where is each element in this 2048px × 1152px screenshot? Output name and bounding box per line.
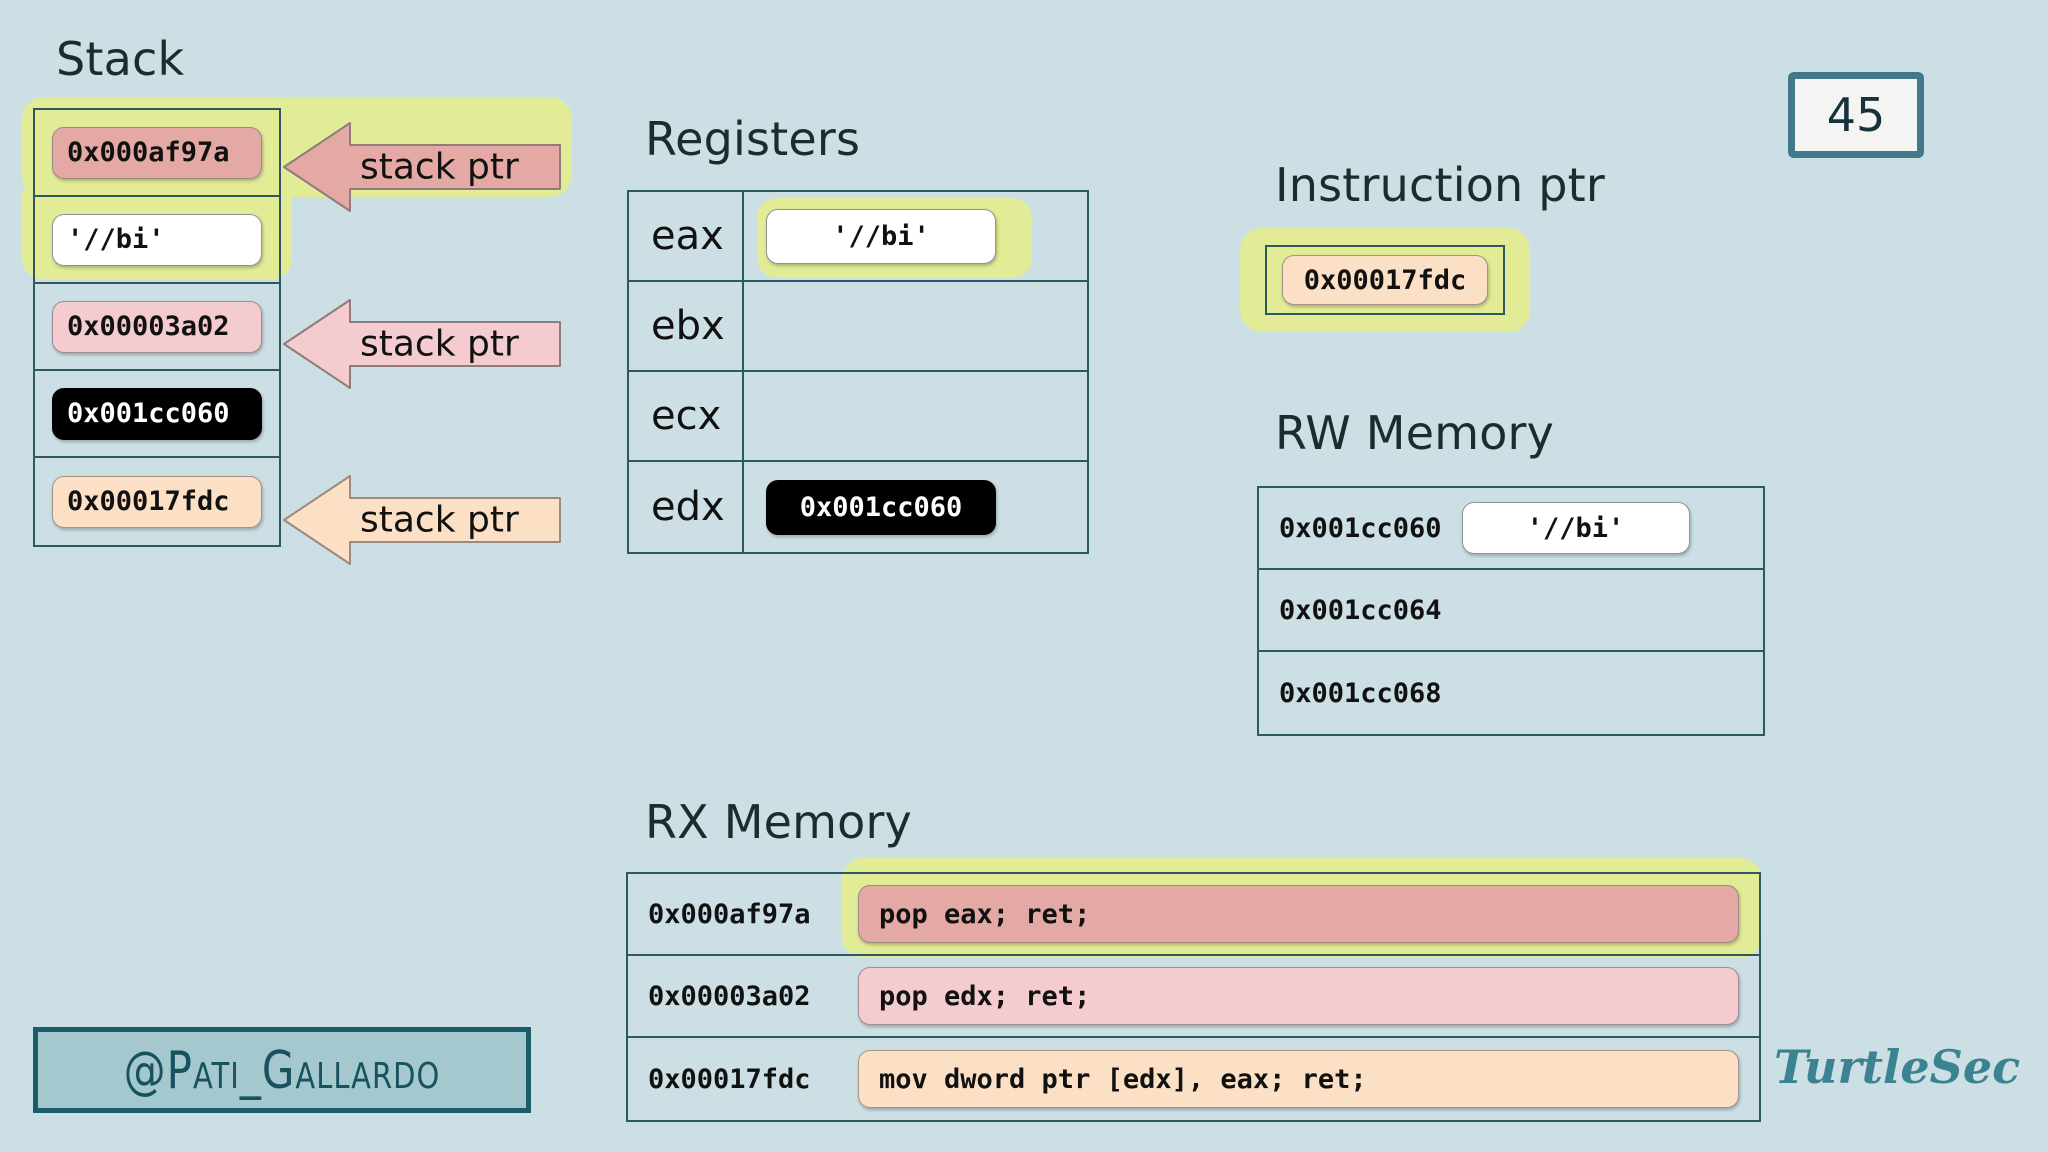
rx-memory-table: 0x000af97a pop eax; ret; 0x00003a02 pop …: [626, 872, 1761, 1122]
register-name: ecx: [629, 372, 744, 460]
rw-memory-table: 0x001cc060 '//bi' 0x001cc064 0x001cc068: [1257, 486, 1765, 736]
rw-memory-row[interactable]: 0x001cc064: [1259, 570, 1763, 652]
author-handle-text: @Pati_Gallardo: [123, 1040, 441, 1100]
registers-table: eax '//bi' ebx ecx edx 0x001cc060: [627, 190, 1089, 554]
stack-cell-chip: 0x00003a02: [52, 300, 262, 353]
rx-memory-row[interactable]: 0x000af97a pop eax; ret;: [628, 874, 1759, 956]
register-value-cell: [744, 282, 1087, 370]
register-value-chip: '//bi': [766, 208, 996, 264]
stack-cell[interactable]: '//bi': [35, 197, 279, 284]
stack-ptr-arrow-label-3: stack ptr: [360, 499, 519, 541]
rw-memory-row[interactable]: 0x001cc068: [1259, 652, 1763, 734]
stack-ptr-arrow-label-2: stack ptr: [360, 323, 519, 365]
register-value-cell: [744, 372, 1087, 460]
slide-number-badge: 45: [1788, 72, 1924, 158]
rw-memory-section-title: RW Memory: [1275, 406, 1555, 460]
rx-memory-row[interactable]: 0x00003a02 pop edx; ret;: [628, 956, 1759, 1038]
rw-memory-address: 0x001cc068: [1279, 677, 1442, 709]
rw-memory-address: 0x001cc064: [1279, 594, 1442, 626]
instruction-ptr-chip: 0x00017fdc: [1282, 255, 1488, 305]
stack-cell-chip: 0x000af97a: [52, 126, 262, 179]
register-row[interactable]: ebx: [629, 282, 1087, 372]
register-name: eax: [629, 192, 744, 280]
stack-ptr-arrow-3: stack ptr: [282, 470, 562, 570]
rx-memory-address: 0x00003a02: [648, 980, 811, 1012]
register-value-cell: '//bi': [744, 192, 1087, 280]
rx-memory-instruction-chip: pop eax; ret;: [858, 885, 1739, 943]
rx-memory-address: 0x00017fdc: [648, 1063, 811, 1095]
register-name: ebx: [629, 282, 744, 370]
stack-ptr-arrow-label-1: stack ptr: [360, 146, 519, 188]
rx-memory-row[interactable]: 0x00017fdc mov dword ptr [edx], eax; ret…: [628, 1038, 1759, 1120]
stack-cell-chip: 0x001cc060: [52, 387, 262, 440]
stack-ptr-arrow-1: stack ptr: [282, 117, 562, 217]
stack-cell[interactable]: 0x00003a02: [35, 284, 279, 371]
stack-cell[interactable]: 0x001cc060: [35, 371, 279, 458]
rw-memory-value-chip: '//bi': [1461, 502, 1690, 554]
rx-memory-section-title: RX Memory: [645, 795, 912, 849]
register-row[interactable]: ecx: [629, 372, 1087, 462]
rx-memory-instruction-chip: mov dword ptr [edx], eax; ret;: [858, 1050, 1739, 1108]
stack-cell[interactable]: 0x00017fdc: [35, 458, 279, 545]
register-name: edx: [629, 462, 744, 552]
register-row[interactable]: eax '//bi': [629, 192, 1087, 282]
rx-memory-address: 0x000af97a: [648, 898, 811, 930]
stack-cell-chip: 0x00017fdc: [52, 475, 262, 528]
left-arrow-icon: [283, 475, 561, 565]
stack-cell[interactable]: 0x000af97a: [35, 110, 279, 197]
brand-logo-text: TurtleSec: [1774, 1040, 2021, 1094]
registers-section-title: Registers: [645, 112, 861, 166]
instruction-ptr-section-title: Instruction ptr: [1275, 158, 1605, 212]
left-arrow-icon: [283, 122, 561, 212]
stack-table: 0x000af97a '//bi' 0x00003a02 0x001cc060 …: [33, 108, 281, 547]
register-value-cell: 0x001cc060: [744, 462, 1087, 552]
stack-cell-chip: '//bi': [52, 213, 262, 266]
instruction-ptr-box[interactable]: 0x00017fdc: [1265, 245, 1505, 315]
stack-ptr-arrow-2: stack ptr: [282, 294, 562, 394]
rx-memory-instruction-chip: pop edx; ret;: [858, 967, 1739, 1025]
author-handle-box[interactable]: @Pati_Gallardo: [33, 1027, 531, 1113]
register-value-chip: 0x001cc060: [766, 479, 996, 535]
rw-memory-row[interactable]: 0x001cc060 '//bi': [1259, 488, 1763, 570]
stack-section-title: Stack: [56, 32, 185, 86]
left-arrow-icon: [283, 299, 561, 389]
register-row[interactable]: edx 0x001cc060: [629, 462, 1087, 552]
rw-memory-address: 0x001cc060: [1279, 512, 1442, 544]
